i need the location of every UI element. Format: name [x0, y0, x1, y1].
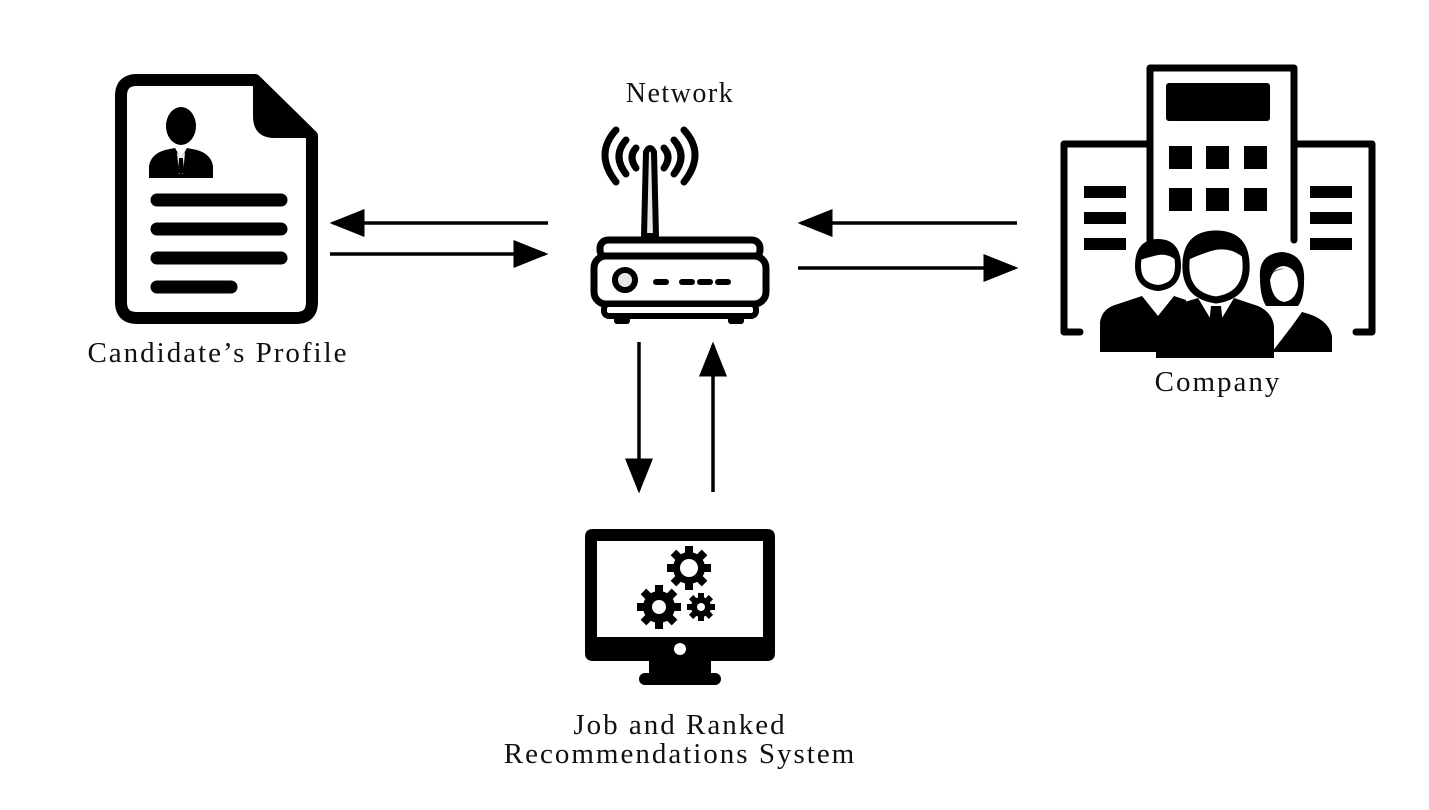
- system-label-line1: Job and Ranked: [573, 709, 787, 741]
- gear-small-icon: [687, 593, 715, 621]
- company-label: Company: [1154, 366, 1282, 398]
- wifi-router-icon: [590, 126, 770, 324]
- monitor-gears-icon: [585, 529, 775, 685]
- network-label: Network: [625, 78, 735, 109]
- candidate-profile-label: Candidate’s Profile: [87, 337, 349, 369]
- resume-document-icon: [115, 74, 318, 324]
- system-label-line2: Recommendations System: [503, 738, 857, 770]
- office-building-people-icon: [1060, 64, 1376, 358]
